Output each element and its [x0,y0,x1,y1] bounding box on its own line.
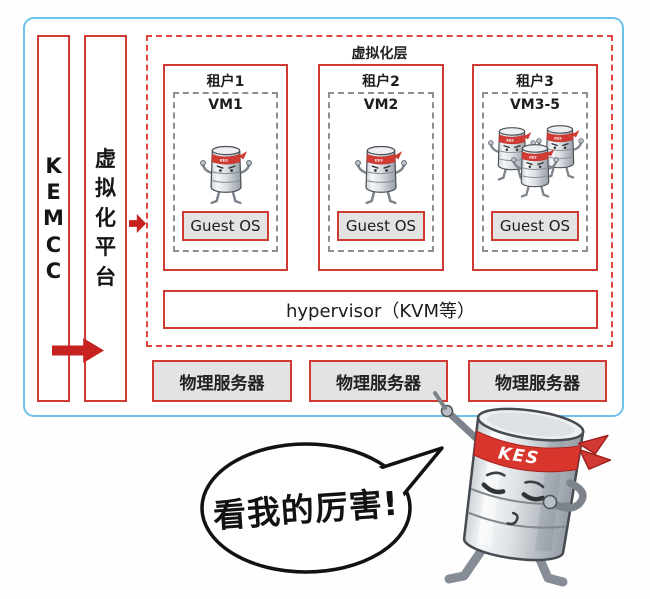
vm-box-3: VM3-5 Guest OS [482,92,588,252]
hypervisor-box: hypervisor（KVM等） [163,290,598,329]
speech-bubble: 看我的厉害! [200,442,444,574]
guest-os-label: Guest OS [499,217,571,235]
guest-os-label: Guest OS [190,217,261,235]
guest-os-label: Guest OS [345,217,417,235]
kes-db-mascot-icon [509,137,561,201]
kemcc-bar: KEMCC [37,35,70,402]
physical-server-label: 物理服务器 [495,373,580,394]
vm-2-title: VM2 [363,97,399,113]
physical-server-label: 物理服务器 [179,373,265,394]
tenant-1-title: 租户1 [206,74,245,90]
physical-server-box-2: 物理服务器 [309,360,448,402]
guest-os-box-3: Guest OS [491,211,579,241]
tenant-2-title: 租户2 [362,74,400,90]
kes-mascot-big: KES [433,391,612,587]
vm-1-title: VM1 [208,97,243,113]
vm-box-2: VM2 Guest OS [328,92,434,252]
tenant-box-2: 租户2 VM2 Guest OS [318,64,444,271]
hypervisor-label: hypervisor（KVM等） [285,300,476,322]
guest-os-box-1: Guest OS [182,211,269,241]
kes-db-mascot-icon [198,138,254,208]
virtualization-layer-title: 虚拟化层 [351,46,408,62]
virtualization-layer-box: 虚拟化层 [146,35,613,347]
kes-db-mascot-icon [353,138,409,208]
vm-3-title: VM3-5 [509,97,561,113]
physical-server-box-3: 物理服务器 [468,360,607,402]
tenant-3-title: 租户3 [516,74,554,90]
virtualization-platform-bar: 虚拟化平台 [84,35,127,402]
tenant-box-1: 租户1 VM1 Guest OS [163,64,288,271]
virtualization-platform-label: 虚拟化平台 [95,147,116,289]
tenant-box-3: 租户3 VM3-5 Guest OS [472,64,598,271]
kemcc-label: KEMCC [43,154,64,283]
vm-box-1: VM1 Guest OS [173,92,278,252]
physical-server-box-1: 物理服务器 [152,360,292,402]
physical-server-label: 物理服务器 [336,373,421,394]
guest-os-box-2: Guest OS [337,211,425,241]
